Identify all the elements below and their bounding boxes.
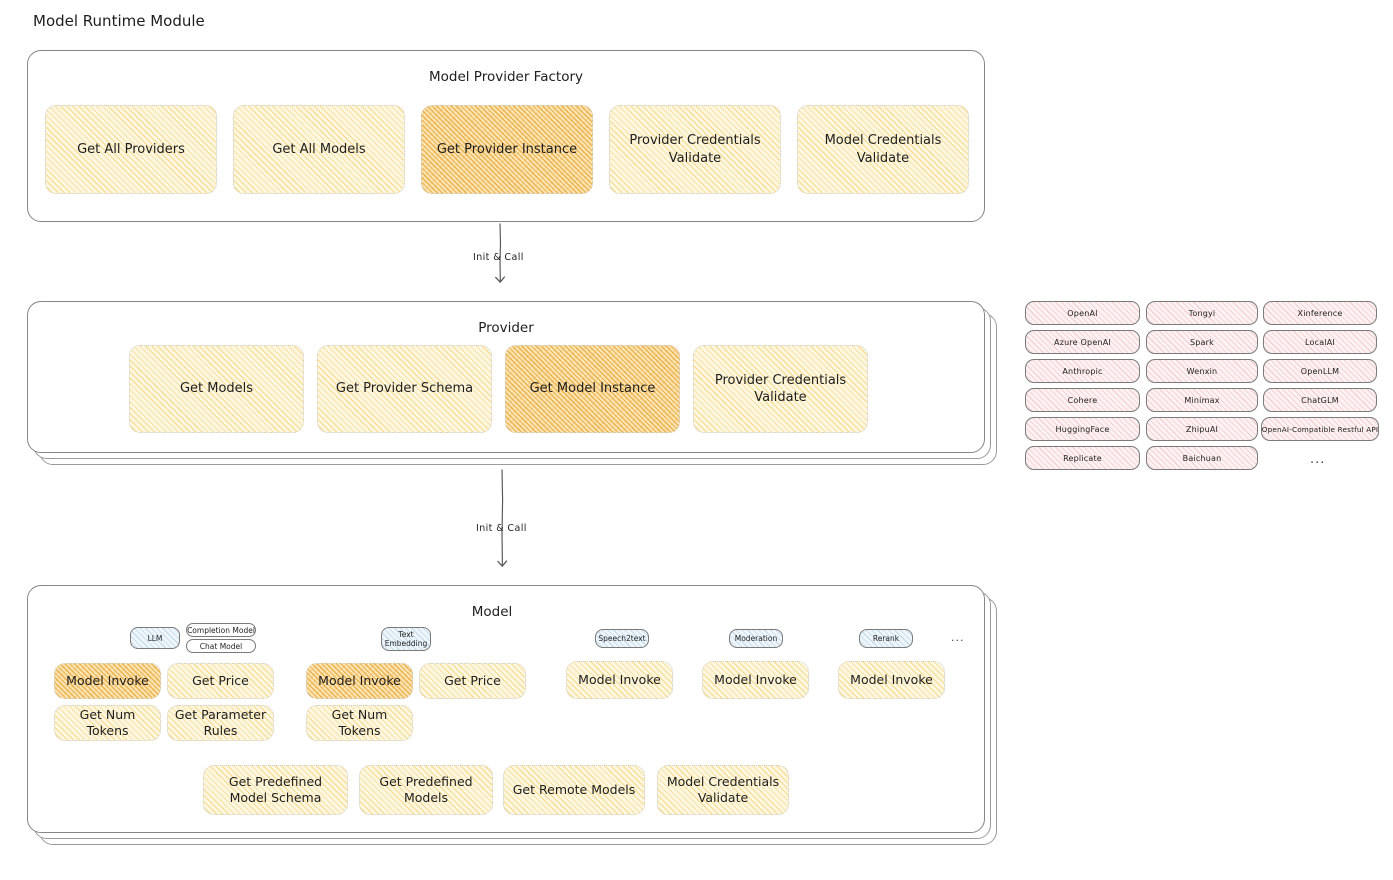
provider-tag-azure-openai[interactable]: Azure OpenAI (1025, 330, 1140, 354)
provider-box-get-model-instance[interactable]: Get Model Instance (505, 345, 680, 433)
provider-tag-baichuan[interactable]: Baichuan (1146, 446, 1258, 470)
provider-tag-cohere[interactable]: Cohere (1025, 388, 1140, 412)
model-type-badge-llm[interactable]: LLM (130, 627, 180, 649)
provider-tag-minimax[interactable]: Minimax (1146, 388, 1258, 412)
arrow-label-init-and-call-1: Init & Call (473, 252, 524, 263)
provider-tag-spark[interactable]: Spark (1146, 330, 1258, 354)
provider-tag-wenxin[interactable]: Wenxin (1146, 359, 1258, 383)
llm-box-get-price[interactable]: Get Price (167, 663, 274, 699)
llm-box-get-parameter-rules[interactable]: Get Parameter Rules (167, 705, 274, 741)
factory-box-model-credentials-validate[interactable]: Model Credentials Validate (797, 105, 969, 194)
factory-box-provider-credentials-validate[interactable]: Provider Credentials Validate (609, 105, 781, 194)
model-subbadge-completion-model[interactable]: Completion Model (186, 623, 256, 637)
model-title: Model (471, 604, 513, 620)
provider-tag-xinference[interactable]: Xinference (1263, 301, 1377, 325)
model-subbadge-chat-model[interactable]: Chat Model (186, 639, 256, 653)
model-type-badge-rerank[interactable]: Rerank (859, 629, 913, 648)
model-box-get-remote-models[interactable]: Get Remote Models (503, 765, 645, 815)
provider-tag-tongyi[interactable]: Tongyi (1146, 301, 1258, 325)
provider-box-get-models[interactable]: Get Models (129, 345, 304, 433)
factory-box-get-provider-instance[interactable]: Get Provider Instance (421, 105, 593, 194)
text-embedding-box-model-invoke[interactable]: Model Invoke (306, 663, 413, 699)
provider-tag-localai[interactable]: LocalAI (1263, 330, 1377, 354)
model-type-badge-speech2text[interactable]: Speech2text (595, 629, 649, 648)
provider-list-more-ellipsis: ... (1310, 452, 1326, 467)
model-types-more-ellipsis: ... (951, 631, 965, 644)
llm-box-get-num-tokens[interactable]: Get Num Tokens (54, 705, 161, 741)
provider-tag-huggingface[interactable]: HuggingFace (1025, 417, 1140, 441)
model-box-model-credentials-validate[interactable]: Model Credentials Validate (657, 765, 789, 815)
model-box-get-predefined-models[interactable]: Get Predefined Models (359, 765, 493, 815)
rerank-box-model-invoke[interactable]: Model Invoke (838, 661, 945, 699)
arrow-provider-to-model (502, 469, 503, 565)
provider-tag-openai[interactable]: OpenAI (1025, 301, 1140, 325)
llm-box-model-invoke[interactable]: Model Invoke (54, 663, 161, 699)
factory-box-get-all-providers[interactable]: Get All Providers (45, 105, 217, 194)
text-embedding-box-get-num-tokens[interactable]: Get Num Tokens (306, 705, 413, 741)
provider-tag-openllm[interactable]: OpenLLM (1263, 359, 1377, 383)
text-embedding-box-get-price[interactable]: Get Price (419, 663, 526, 699)
provider-tag-zhipuai[interactable]: ZhipuAI (1146, 417, 1258, 441)
model-provider-factory-title: Model Provider Factory (428, 69, 583, 85)
provider-box-provider-credentials-validate[interactable]: Provider Credentials Validate (693, 345, 868, 433)
provider-tag-chatglm[interactable]: ChatGLM (1263, 388, 1377, 412)
arrow-label-init-and-call-2: Init & Call (476, 523, 527, 534)
factory-box-get-all-models[interactable]: Get All Models (233, 105, 405, 194)
provider-box-get-provider-schema[interactable]: Get Provider Schema (317, 345, 492, 433)
provider-tag-replicate[interactable]: Replicate (1025, 446, 1140, 470)
speech2text-box-model-invoke[interactable]: Model Invoke (566, 661, 673, 699)
provider-title: Provider (478, 320, 534, 336)
provider-tag-openai-compatible-restful-api[interactable]: OpenAI-Compatible Restful API (1261, 417, 1379, 441)
moderation-box-model-invoke[interactable]: Model Invoke (702, 661, 809, 699)
model-type-badge-text-embedding[interactable]: Text Embedding (381, 627, 431, 651)
page-title: Model Runtime Module (33, 12, 205, 30)
provider-tag-anthropic[interactable]: Anthropic (1025, 359, 1140, 383)
model-type-badge-moderation[interactable]: Moderation (729, 629, 783, 648)
model-box-get-predefined-model-schema[interactable]: Get Predefined Model Schema (203, 765, 348, 815)
